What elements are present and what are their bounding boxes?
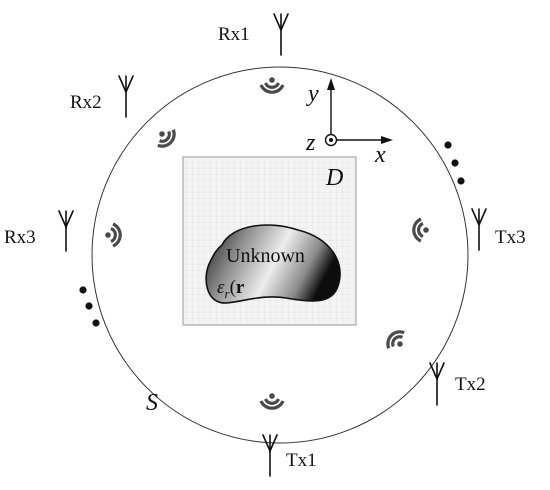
measurement-surface-circle — [91, 66, 469, 444]
domain-label: D — [325, 165, 343, 191]
antenna-label-tx2: Tx2 — [455, 374, 486, 395]
ellipsis-dots-icon-left — [79, 286, 100, 327]
wireless-wave-icon-right — [412, 217, 431, 243]
antenna-icon-rx1 — [273, 13, 289, 56]
surface-label: S — [146, 390, 158, 416]
antenna-label-rx1: Rx1 — [218, 24, 250, 45]
antenna-icon-tx3 — [471, 208, 487, 251]
antenna-label-tx3: Tx3 — [495, 227, 526, 248]
wireless-wave-icon-lower-right — [381, 325, 412, 356]
permittivity-subscript: r — [225, 286, 231, 301]
antenna-label-rx3: Rx3 — [4, 227, 36, 248]
y-axis-label: y — [306, 81, 319, 107]
wireless-wave-icon-upper-left — [150, 122, 181, 153]
antenna-icon-rx2 — [118, 75, 134, 118]
x-axis-label: x — [374, 142, 386, 168]
antenna-label-tx1: Tx1 — [286, 450, 317, 471]
wireless-wave-icon-top — [259, 75, 285, 94]
ellipsis-dots-icon-right — [444, 141, 465, 185]
antenna-icon-tx2 — [429, 362, 445, 406]
permittivity-symbol: ε — [217, 277, 225, 298]
z-axis-label: z — [305, 130, 316, 156]
permittivity-argument: r — [236, 277, 245, 298]
antenna-icon-tx1 — [262, 434, 278, 477]
antenna-label-rx2: Rx2 — [70, 92, 102, 113]
wireless-wave-icon-bottom — [259, 391, 285, 410]
permittivity-label: εr(r — [217, 277, 245, 301]
scatterer-label: Unknown — [226, 245, 305, 267]
permittivity-open-paren: ( — [230, 277, 236, 298]
unknown-scatterer-shape — [205, 224, 341, 304]
coordinate-axes — [324, 78, 393, 147]
wireless-wave-icon-left — [103, 222, 122, 248]
antenna-icon-rx3 — [58, 210, 74, 252]
